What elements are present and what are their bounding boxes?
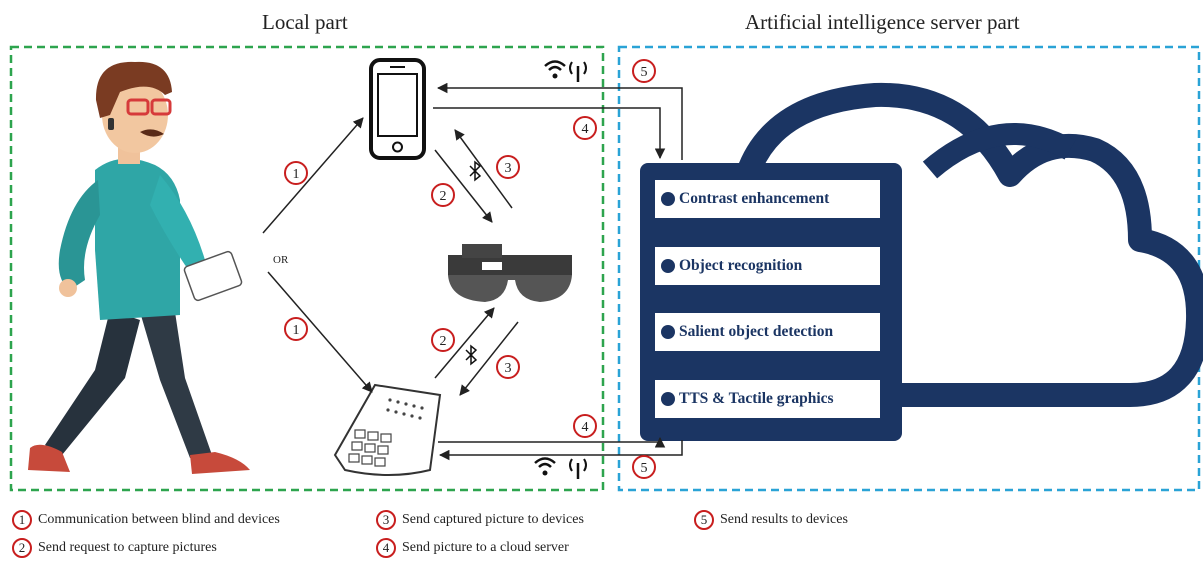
svg-text:2: 2 bbox=[440, 334, 447, 349]
smart-glasses-icon bbox=[448, 244, 572, 302]
server-function-tts-tactile-graphics: TTS & Tactile graphics bbox=[655, 380, 880, 418]
legend-item-2: 2 Send request to capture pictures bbox=[12, 538, 217, 558]
legend-item-3: 3 Send captured picture to devices bbox=[376, 510, 584, 530]
cloud-icon bbox=[728, 82, 1203, 407]
or-label: OR bbox=[273, 254, 289, 266]
arrow-glasses-to-phone bbox=[454, 129, 513, 209]
person-icon bbox=[28, 61, 250, 474]
step-marker-2: 2 bbox=[431, 328, 455, 352]
local-part-region bbox=[9, 45, 605, 492]
local-part-title: Local part bbox=[262, 10, 348, 34]
bullet-icon bbox=[661, 392, 675, 406]
wifi-icon bbox=[534, 457, 556, 476]
server-function-object-recognition: Object recognition bbox=[655, 247, 880, 285]
arrow-person-to-braille bbox=[267, 271, 373, 393]
legend-text: Send results to devices bbox=[720, 512, 848, 527]
legend-number: 1 bbox=[12, 510, 32, 530]
server-stack bbox=[640, 163, 902, 441]
step-marker-2: 2 bbox=[431, 183, 455, 207]
arrow-phone-to-server bbox=[433, 107, 666, 160]
legend-text: Send picture to a cloud server bbox=[402, 540, 569, 555]
svg-text:3: 3 bbox=[505, 361, 512, 376]
legend-item-1: 1 Communication between blind and device… bbox=[12, 510, 280, 530]
step-marker-4: 4 bbox=[573, 414, 597, 438]
braille-device-icon bbox=[333, 383, 442, 476]
svg-text:4: 4 bbox=[582, 420, 589, 435]
arrow-phone-to-glasses bbox=[434, 149, 493, 223]
server-function-label: Contrast enhancement bbox=[679, 190, 830, 207]
antenna-icon bbox=[569, 458, 587, 479]
legend-number: 3 bbox=[376, 510, 396, 530]
bullet-icon bbox=[661, 325, 675, 339]
legend-item-4: 4 Send picture to a cloud server bbox=[376, 538, 569, 558]
arrow-braille-to-server bbox=[438, 436, 666, 448]
server-function-label: Salient object detection bbox=[679, 323, 834, 340]
wifi-icon bbox=[544, 60, 566, 79]
step-marker-1: 1 bbox=[284, 317, 308, 341]
step-marker-3: 3 bbox=[496, 155, 520, 179]
step-marker-5: 5 bbox=[632, 455, 656, 479]
legend-text: Send request to capture pictures bbox=[38, 540, 217, 555]
svg-text:5: 5 bbox=[641, 65, 648, 80]
svg-text:1: 1 bbox=[293, 323, 300, 338]
server-function-label: Object recognition bbox=[679, 257, 803, 274]
server-part-region bbox=[617, 45, 1201, 492]
svg-text:3: 3 bbox=[505, 161, 512, 176]
svg-text:2: 2 bbox=[440, 189, 447, 204]
bluetooth-icon bbox=[469, 160, 482, 182]
legend-number: 4 bbox=[376, 538, 396, 558]
server-function-contrast-enhancement: Contrast enhancement bbox=[655, 180, 880, 218]
smartphone-icon bbox=[369, 58, 426, 160]
step-marker-3: 3 bbox=[496, 355, 520, 379]
bullet-icon bbox=[661, 259, 675, 273]
svg-text:5: 5 bbox=[641, 461, 648, 476]
legend-number: 2 bbox=[12, 538, 32, 558]
legend-text: Send captured picture to devices bbox=[402, 512, 584, 527]
svg-text:4: 4 bbox=[582, 122, 589, 137]
legend-text: Communication between blind and devices bbox=[38, 512, 280, 527]
step-marker-5: 5 bbox=[632, 59, 656, 83]
arrow-server-to-phone bbox=[436, 82, 683, 160]
arrow-server-to-braille bbox=[438, 440, 683, 461]
svg-text:1: 1 bbox=[293, 167, 300, 182]
arrow-braille-to-glasses bbox=[434, 307, 495, 379]
server-function-salient-object-detection: Salient object detection bbox=[655, 313, 880, 351]
server-function-label: TTS & Tactile graphics bbox=[679, 390, 834, 407]
legend-number: 5 bbox=[694, 510, 714, 530]
bullet-icon bbox=[661, 192, 675, 206]
antenna-icon bbox=[569, 61, 587, 82]
bluetooth-icon bbox=[465, 344, 478, 366]
arrow-person-to-phone bbox=[262, 117, 364, 234]
step-marker-4: 4 bbox=[573, 116, 597, 140]
step-marker-1: 1 bbox=[284, 161, 308, 185]
legend-item-5: 5 Send results to devices bbox=[694, 510, 848, 530]
arrow-glasses-to-braille bbox=[459, 321, 519, 396]
server-part-title: Artificial intelligence server part bbox=[745, 10, 1020, 34]
